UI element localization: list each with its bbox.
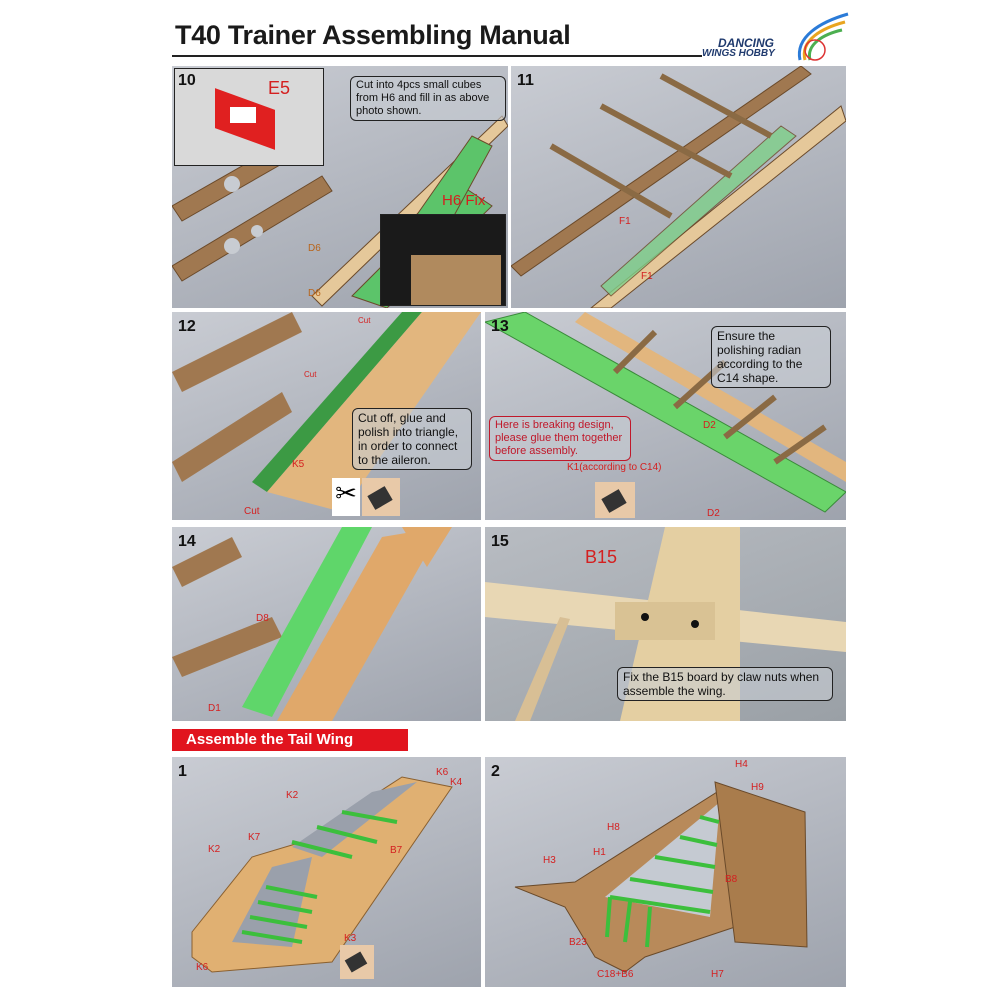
label-cut: Cut xyxy=(304,370,317,379)
step-number: 1 xyxy=(178,763,187,780)
step-number: 14 xyxy=(178,533,196,550)
step-10-panel: 10 E5 H6 Fix D6 D6 Cut into 4pcs small c… xyxy=(172,66,508,308)
label-e5: E5 xyxy=(268,78,291,98)
label-d2: D2 xyxy=(707,508,720,519)
brand-line1: DANCING xyxy=(718,36,774,50)
label-h1: H1 xyxy=(593,847,606,858)
label-f1: F1 xyxy=(619,216,631,227)
detail-inset xyxy=(174,68,324,166)
tail-step-1-panel: 1 K6 K4 K2 K7 K2 B7 K3 K6 xyxy=(172,757,481,987)
wing-frame-illustration xyxy=(511,66,846,308)
label-d1: D1 xyxy=(208,703,221,714)
label-b7: B7 xyxy=(390,845,403,856)
page-title: T40 Trainer Assembling Manual xyxy=(175,20,571,50)
label-h6-fix: H6 Fix xyxy=(442,192,486,209)
instruction-note: Cut off, glue and polish into triangle, … xyxy=(352,408,472,470)
sanding-icon xyxy=(340,945,374,979)
section-banner: Assemble the Tail Wing xyxy=(172,729,408,751)
label-k1: K1(according to C14) xyxy=(567,462,662,473)
step-number: 15 xyxy=(491,533,509,550)
label-k4: K4 xyxy=(450,777,463,788)
warning-note: Here is breaking design, please glue the… xyxy=(489,416,631,461)
label-f1: F1 xyxy=(641,271,653,282)
scissors-icon: ✂ xyxy=(332,478,360,516)
label-h3: H3 xyxy=(543,855,556,866)
swoosh-icon xyxy=(797,12,849,61)
step-number: 10 xyxy=(178,72,196,89)
label-h9: H9 xyxy=(751,782,764,793)
step-12-panel: 12 Cut Cut Cut K5 Cut off, glue and poli… xyxy=(172,312,481,520)
tail-step-2-panel: 2 H4 H9 H8 H1 H3 B8 B23 C18+B6 H7 xyxy=(485,757,846,987)
label-cut: Cut xyxy=(358,316,371,325)
step-13-panel: 13 Ensure the polishing radian according… xyxy=(485,312,846,520)
label-k6: K6 xyxy=(196,962,209,973)
label-c18-b6: C18+B6 xyxy=(597,969,634,980)
label-cut: Cut xyxy=(244,506,260,517)
label-h4: H4 xyxy=(735,759,748,770)
label-k7: K7 xyxy=(248,832,261,843)
step-15-panel: 15 B15 Fix the B15 board by claw nuts wh… xyxy=(485,527,846,721)
label-d2: D2 xyxy=(703,420,716,431)
label-d6: D6 xyxy=(308,288,321,299)
photo-inset xyxy=(380,214,506,306)
label-k3: K3 xyxy=(344,933,357,944)
label-b8: B8 xyxy=(725,874,738,885)
fin-illustration xyxy=(514,781,808,973)
label-k6: K6 xyxy=(436,767,449,778)
label-k5: K5 xyxy=(292,459,305,470)
label-b23: B23 xyxy=(569,937,587,948)
step-number: 13 xyxy=(491,318,509,335)
title-underline xyxy=(172,55,702,57)
label-d8: D8 xyxy=(256,613,269,624)
brand-logo: DANCING WINGS HOBBY xyxy=(700,12,850,62)
label-h7: H7 xyxy=(711,969,724,980)
step-11-panel: 11 F1 F1 xyxy=(511,66,846,308)
instruction-note: Fix the B15 board by claw nuts when asse… xyxy=(617,667,833,701)
aileron-illustration xyxy=(172,527,452,721)
label-k2: K2 xyxy=(208,844,221,855)
label-b15: B15 xyxy=(585,547,618,567)
label-k2: K2 xyxy=(286,790,299,801)
stabilizer-illustration xyxy=(191,776,453,973)
label-h8: H8 xyxy=(607,822,620,833)
label-d6: D6 xyxy=(308,243,321,254)
brand-line2: WINGS HOBBY xyxy=(702,48,775,59)
instruction-note: Ensure the polishing radian according to… xyxy=(711,326,831,388)
sanding-icon xyxy=(362,478,400,516)
step-number: 12 xyxy=(178,318,196,335)
sanding-icon xyxy=(595,482,635,518)
step-14-panel: 14 D8 D1 xyxy=(172,527,481,721)
step-number: 2 xyxy=(491,763,500,780)
wing-tip-illustration xyxy=(485,312,846,513)
step-number: 11 xyxy=(517,72,534,89)
instruction-note: Cut into 4pcs small cubes from H6 and fi… xyxy=(350,76,506,121)
